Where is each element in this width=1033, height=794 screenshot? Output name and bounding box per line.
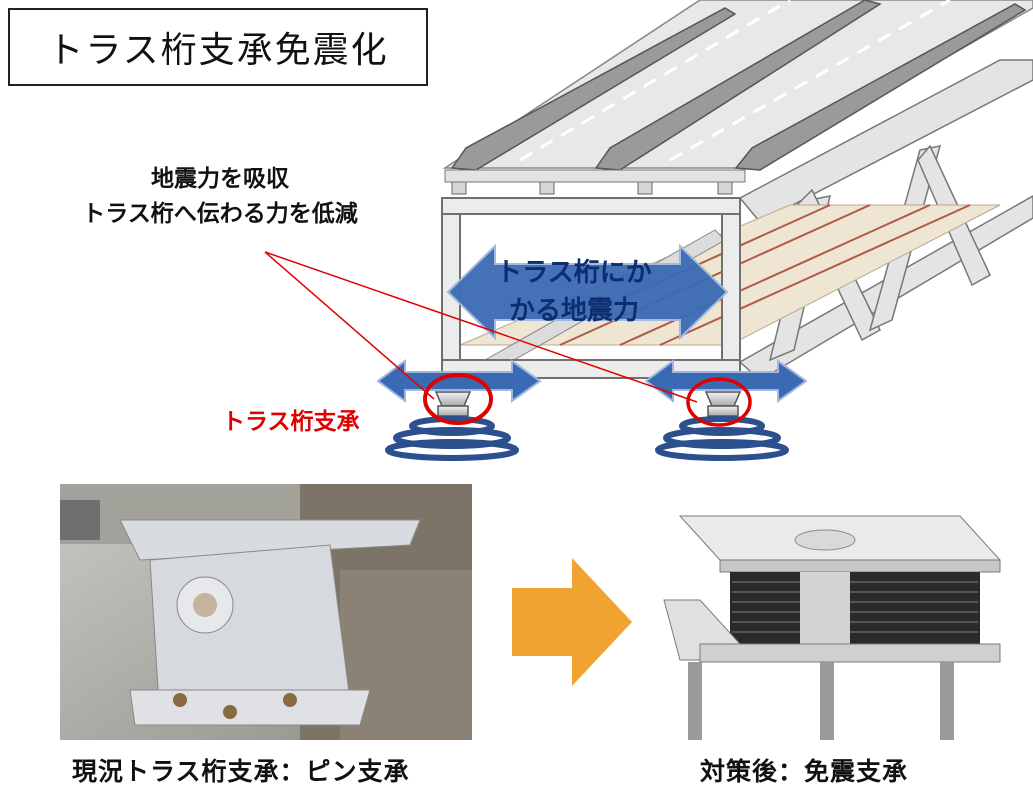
transition-arrow bbox=[512, 558, 632, 686]
seismic-force-arrow bbox=[446, 243, 729, 341]
bearing-label: トラス桁支承 bbox=[222, 409, 360, 435]
spring-left bbox=[385, 416, 519, 461]
seismic-force-label: トラス桁にか かる地震力 bbox=[476, 254, 672, 330]
lane-markings bbox=[519, 0, 951, 162]
callout-line-1: 地震力を吸収 bbox=[151, 166, 289, 192]
spring-right bbox=[655, 416, 789, 461]
highlight-circle-right bbox=[686, 377, 752, 427]
leader-line-left bbox=[264, 251, 435, 400]
isolation-bearing-illustration bbox=[663, 515, 1002, 740]
leader-line-right bbox=[264, 251, 698, 403]
seismic-force-label-line-1: トラス桁にか bbox=[496, 258, 652, 288]
deck-floor-beam bbox=[444, 169, 746, 183]
main-bearing-right bbox=[704, 391, 742, 417]
highlight-circle-left bbox=[423, 373, 493, 425]
seismic-force-label-line-2: かる地震力 bbox=[508, 296, 639, 326]
callout-line-2: トラス桁へ伝わる力を低減 bbox=[82, 201, 358, 227]
bearing-arrow-left bbox=[376, 359, 542, 403]
current-bearing-photo bbox=[60, 484, 472, 740]
caption-isolation-bearing: 対策後：免震支承 bbox=[700, 757, 909, 786]
title-box: トラス桁支承免震化 bbox=[8, 8, 428, 86]
main-bearing-left bbox=[434, 391, 472, 417]
caption-current-bearing: 現況トラス桁支承：ピン支承 bbox=[72, 757, 410, 786]
page-title: トラス桁支承免震化 bbox=[47, 30, 389, 71]
callout-text: 地震力を吸収 トラス桁へ伝わる力を低減 bbox=[20, 162, 420, 232]
guard-rails bbox=[450, 0, 1027, 171]
